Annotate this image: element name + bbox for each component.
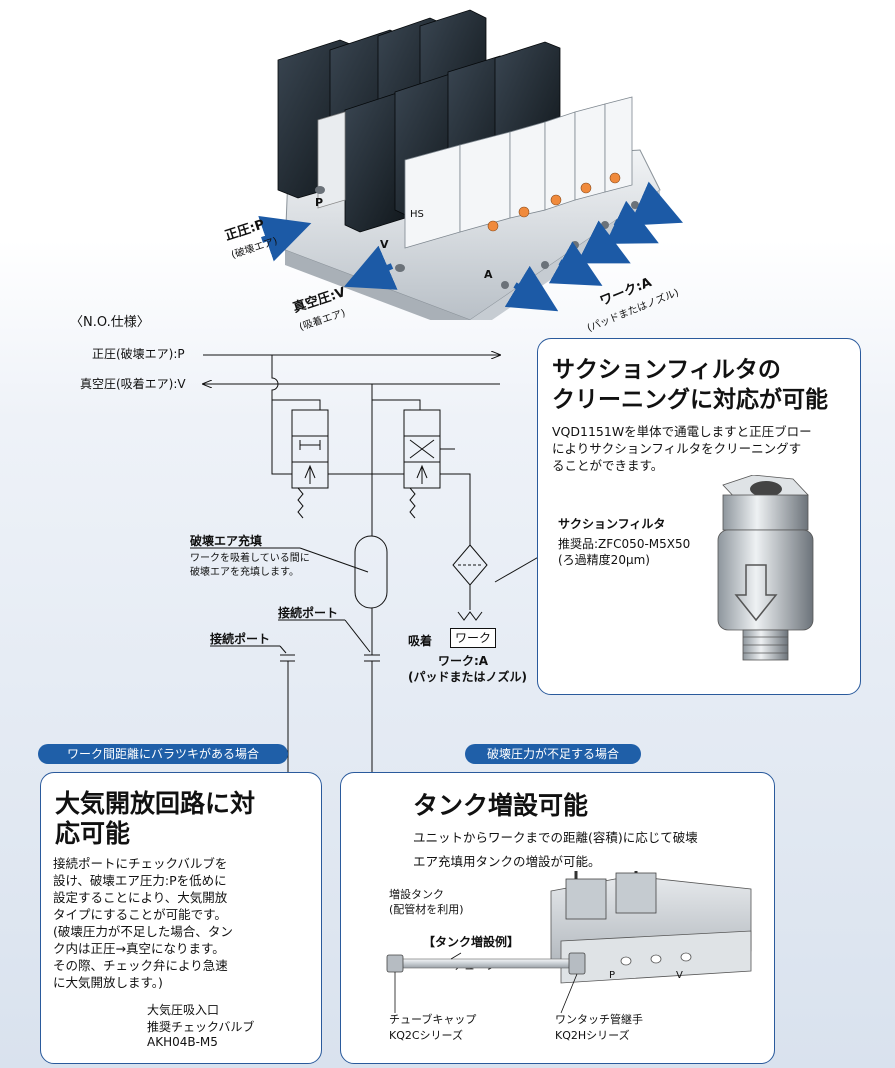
- tank-example-image: [381, 871, 761, 1021]
- right-desc-2: エア充填用タンクの増設が可能。: [413, 854, 601, 869]
- left-desc: 接続ポートにチェックバルブを 設け、破壊エア圧力:Pを低めに 設定することにより…: [53, 855, 303, 991]
- tank-desc-1: ワークを吸着している間に: [190, 553, 310, 564]
- filter-rec-1: 推奨品:ZFC050-M5X50: [558, 537, 691, 551]
- line-p-label: 正圧(破壊エア):P: [92, 347, 185, 361]
- left-desc-line: タイプにすることが可能です。: [53, 907, 227, 922]
- fitting-label-1: ワンタッチ管継手: [555, 1013, 643, 1026]
- ex-port-v: V: [676, 970, 683, 981]
- left-desc-line: ク内は正圧→真空になります。: [53, 941, 225, 956]
- left-desc-line: (破壊圧力が不足した場合、タン: [53, 924, 233, 939]
- port-label-1: 接続ポート: [278, 606, 339, 620]
- manifold-illustration: P V A HS 正圧:P (破壊エア) 真空圧:V (吸着エア) ワーク:A …: [0, 0, 895, 334]
- cap-label-1: チューブキャップ: [389, 1013, 477, 1026]
- spec-title: 〈N.O.仕様〉: [70, 315, 150, 330]
- right-title: タンク増設可能: [413, 791, 589, 820]
- left-desc-line: 設定することにより、大気開放: [53, 890, 228, 905]
- filter-title-2: クリーニングに対応が可能: [552, 387, 828, 413]
- atmospheric-release-panel: 大気開放回路に対 応可能 接続ポートにチェックバルブを 設け、破壊エア圧力:Pを…: [40, 772, 322, 1064]
- extra-tank-1: 増設タンク: [389, 888, 444, 901]
- fitting-label-2: KQ2Hシリーズ: [555, 1029, 630, 1042]
- example-title: 【タンク増設例】: [423, 935, 520, 949]
- left-title-2: 応可能: [55, 819, 131, 848]
- left-desc-line: に大気開放します。): [53, 975, 163, 990]
- port-hs-letter: HS: [410, 209, 424, 220]
- check-label-2: 推奨チェックバルブ: [147, 1020, 255, 1034]
- tank-desc-2: 破壊エアを充填します。: [190, 567, 299, 578]
- line-v-label: 真空圧(吸着エア):V: [80, 377, 186, 391]
- filter-title-1: サクションフィルタの: [552, 357, 781, 383]
- port-v-letter: V: [380, 238, 389, 251]
- tank-extension-panel: タンク増設可能 ユニットからワークまでの距離(容積)に応じて破壊 エア充填用タン…: [340, 772, 775, 1064]
- work-box: ワーク: [450, 628, 496, 648]
- port-p-letter: P: [315, 196, 324, 209]
- ex-port-p: P: [609, 970, 616, 981]
- left-desc-line: 接続ポートにチェックバルブを: [53, 856, 228, 871]
- left-desc-line: 設け、破壊エア圧力:Pを低めに: [53, 873, 227, 888]
- left-panel-pill: ワーク間距離にバラツキがある場合: [38, 744, 288, 764]
- extra-tank-2: (配管材を利用): [389, 903, 464, 916]
- check-label-3: AKH04B-M5: [147, 1035, 218, 1049]
- cap-label-2: KQ2Cシリーズ: [389, 1029, 464, 1042]
- tank-title: 破壊エア充填: [190, 534, 263, 548]
- right-panel-pill: 破壊圧力が不足する場合: [465, 744, 641, 764]
- filter-label: サクションフィルタ: [558, 517, 666, 531]
- filter-desc-3: ることができます。: [552, 458, 664, 473]
- filter-desc-1: VQD1151Wを単体で通電しますと正圧ブロー: [552, 424, 812, 439]
- left-desc-line: その際、チェック弁により急速: [53, 958, 228, 973]
- work-box-label: ワーク: [454, 631, 491, 645]
- port-label-2: 接続ポート: [210, 632, 271, 646]
- port-a-letter: A: [484, 268, 493, 281]
- work-a-label: ワーク:A: [438, 654, 489, 668]
- work-a-sub: (パッドまたはノズル): [408, 670, 527, 684]
- filter-panel: サクションフィルタの クリーニングに対応が可能 VQD1151Wを単体で通電しま…: [537, 338, 861, 695]
- left-title-1: 大気開放回路に対: [55, 789, 256, 818]
- right-desc-1: ユニットからワークまでの距離(容積)に応じて破壊: [413, 830, 698, 845]
- suction-filter-image: [698, 475, 838, 675]
- suction-label: 吸着: [408, 634, 433, 648]
- check-label-1: 大気圧吸入口: [147, 1003, 220, 1017]
- filter-rec-2: (ろ過精度20μm): [558, 553, 650, 567]
- filter-desc-2: によりサクションフィルタをクリーニングす: [552, 441, 802, 456]
